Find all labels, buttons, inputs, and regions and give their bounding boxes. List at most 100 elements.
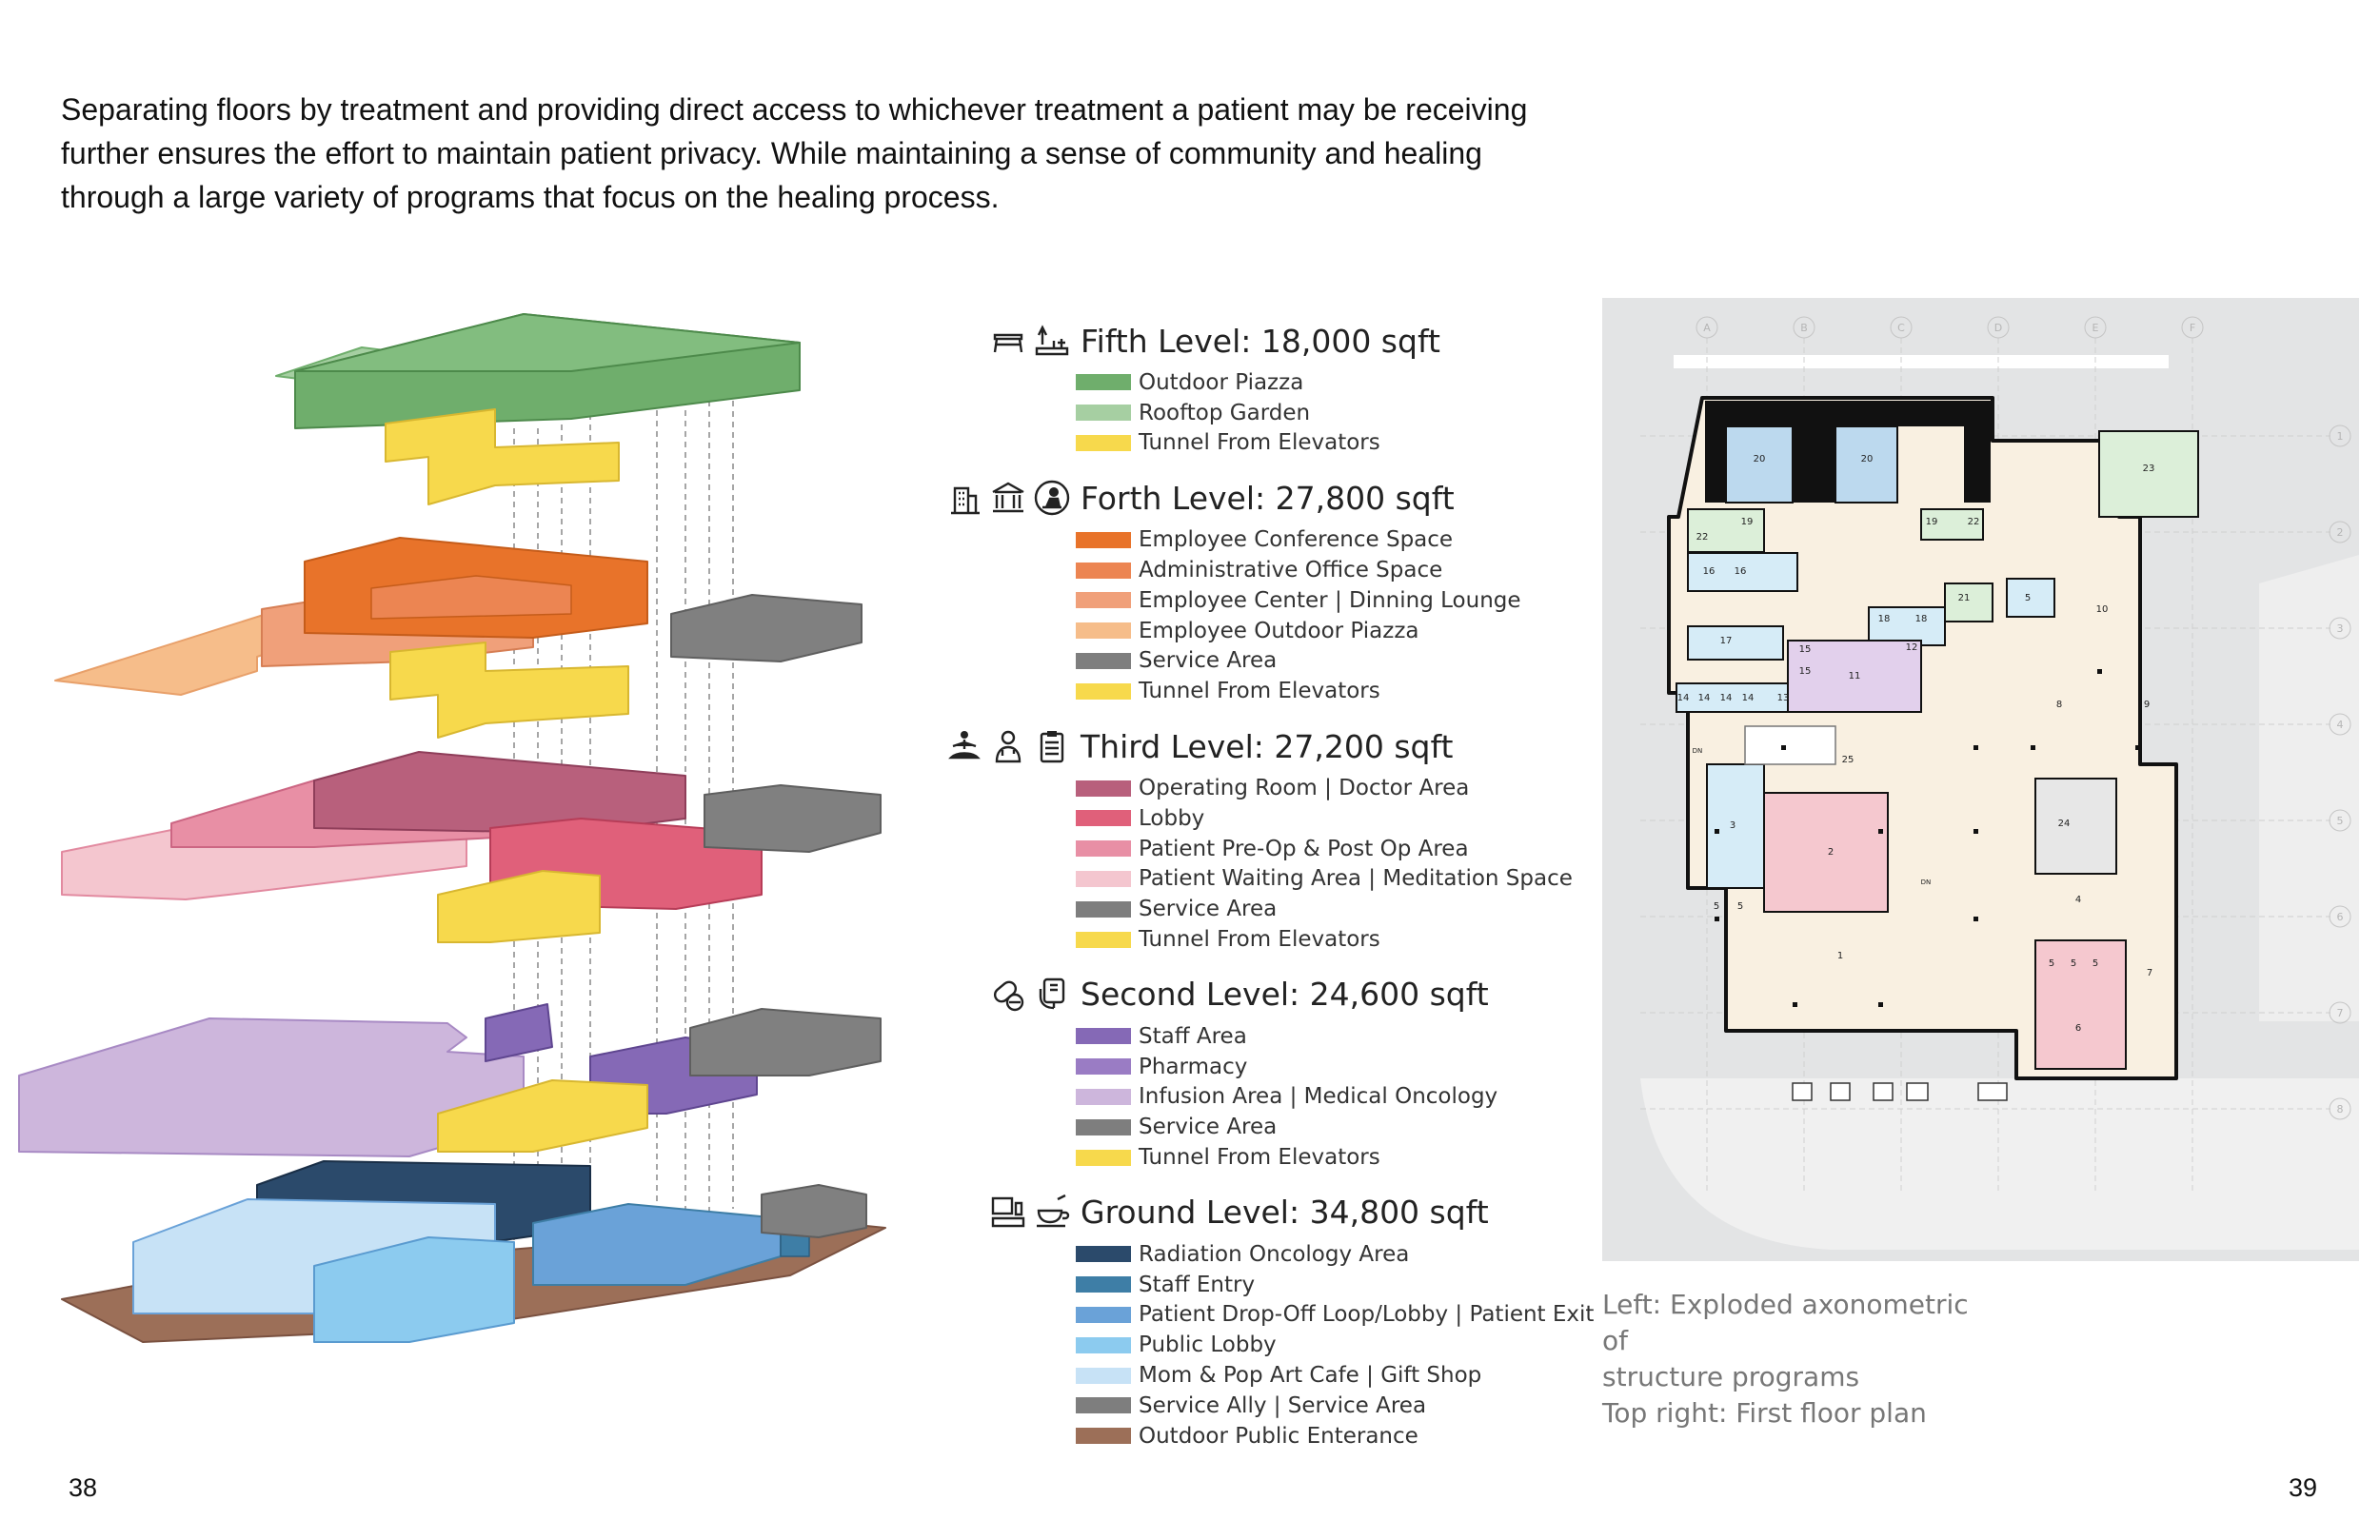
room-label: 24 xyxy=(2058,819,2071,829)
legend-swatch xyxy=(1076,780,1131,797)
grid-column-label: C xyxy=(1897,322,1905,334)
grid-column-bubble: F xyxy=(2181,316,2204,339)
grid-row-bubble: 4 xyxy=(2329,713,2351,736)
legend-swatch xyxy=(1076,1149,1131,1166)
room-2 xyxy=(1763,792,1889,913)
grid-row-label: 3 xyxy=(2337,622,2344,635)
legend-forth-level: Forth Level: 27,800 sqft Employee Confer… xyxy=(928,471,1595,706)
legend-item-label: Employee Conference Space xyxy=(1139,527,1454,553)
room-label: 18 xyxy=(1915,614,1928,624)
room-24 xyxy=(2034,778,2117,875)
legend-fifth-level: Fifth Level: 18,000 sqft Outdoor Piazza … xyxy=(928,314,1595,458)
room-label: 15 xyxy=(1799,644,1812,655)
room-label: 18 xyxy=(1878,614,1891,624)
legend-item-label: Outdoor Piazza xyxy=(1139,369,1304,395)
room-label: 3 xyxy=(1730,820,1735,831)
level-title: Third Level: 27,200 sqft xyxy=(1081,727,1454,765)
room-label: 10 xyxy=(2096,604,2109,615)
room-number-labels: 20 20 23 19 19 22 22 16 16 17 18 18 21 5… xyxy=(1677,454,2155,1034)
legend-item-label: Administrative Office Space xyxy=(1139,558,1443,583)
level-title: Second Level: 24,600 sqft xyxy=(1081,976,1489,1014)
legend-item-label: Patient Drop-Off Loop/Lobby | Patient Ex… xyxy=(1139,1302,1595,1328)
legend-swatch xyxy=(1076,1276,1131,1293)
intro-paragraph: Separating floors by treatment and provi… xyxy=(61,92,1528,214)
ground-level-mass xyxy=(61,1160,886,1343)
legend-item: Operating Room | Doctor Area xyxy=(1076,773,1595,803)
room-label: 19 xyxy=(1926,517,1938,527)
bench-icon xyxy=(993,333,1023,353)
grid-row-label: 7 xyxy=(2337,1007,2344,1019)
legend-swatch xyxy=(1076,652,1131,669)
plan-top-strip xyxy=(1674,355,2169,368)
grid-column-label: D xyxy=(1994,322,2002,334)
grid-row-label: 1 xyxy=(2337,430,2344,443)
grid-column-bubble: B xyxy=(1793,316,1815,339)
legend-item: Service Area xyxy=(1076,894,1595,924)
grid-column-bubble: E xyxy=(2084,316,2107,339)
legend-item: Outdoor Public Enterance xyxy=(1076,1421,1595,1451)
page-number-right: 39 xyxy=(2289,1473,2318,1502)
cafe-counter-icon xyxy=(991,1196,1025,1228)
legend-swatch xyxy=(1076,870,1131,887)
grid-column-bubble: D xyxy=(1987,316,2010,339)
pills-icon xyxy=(993,980,1024,1012)
legend-swatch xyxy=(1076,434,1131,451)
grid-row-bubble: 5 xyxy=(2329,809,2351,832)
program-legend: Fifth Level: 18,000 sqft Outdoor Piazza … xyxy=(928,314,1595,1465)
legend-item-label: Mom & Pop Art Cafe | Gift Shop xyxy=(1139,1363,1482,1389)
rooms-14 xyxy=(1676,682,1792,713)
room-label: 20 xyxy=(1754,454,1766,464)
grid-column-label: F xyxy=(2190,322,2195,334)
room-label: 25 xyxy=(1842,755,1854,765)
figure-caption: Left: Exploded axonometric of structure … xyxy=(1602,1287,2002,1431)
room-5 xyxy=(2006,578,2055,618)
room-label: 1 xyxy=(1837,951,1843,961)
room-6 xyxy=(2034,939,2127,1070)
level-title: Fifth Level: 18,000 sqft xyxy=(1081,322,1440,360)
room-label: DN xyxy=(1921,879,1932,886)
legend-item: Mom & Pop Art Cafe | Gift Shop xyxy=(1076,1360,1595,1391)
rooftop-garden-icon xyxy=(1035,325,1069,356)
room-label: 14 xyxy=(1677,693,1690,703)
grid-column-label: A xyxy=(1703,322,1711,334)
legend-item: Public Lobby xyxy=(1076,1330,1595,1360)
legend-swatch xyxy=(1076,592,1131,609)
level-header: Third Level: 27,200 sqft xyxy=(928,720,1595,773)
room-22b xyxy=(1920,508,1984,541)
legend-item-label: Pharmacy xyxy=(1139,1054,1248,1079)
room-label: 15 xyxy=(1799,666,1812,677)
legend-item: Rooftop Garden xyxy=(1076,398,1595,428)
legend-swatch xyxy=(1076,622,1131,640)
legend-swatch xyxy=(1076,531,1131,548)
caption-line: Top right: First floor plan xyxy=(1602,1397,1927,1429)
caption-line: structure programs xyxy=(1602,1361,1860,1392)
grid-column-label: E xyxy=(2092,322,2099,334)
legend-item-label: Tunnel From Elevators xyxy=(1139,679,1380,704)
grid-row-label: 5 xyxy=(2337,815,2344,827)
structural-columns xyxy=(1715,669,2140,1007)
office-building-icon xyxy=(951,487,980,515)
legend-item: Staff Area xyxy=(1076,1021,1595,1052)
legend-item: Radiation Oncology Area xyxy=(1076,1239,1595,1270)
room-label: 16 xyxy=(1703,566,1716,577)
room-label: 12 xyxy=(1906,642,1918,653)
legend-item-label: Infusion Area | Medical Oncology xyxy=(1139,1084,1498,1110)
room-label: 19 xyxy=(1741,517,1754,527)
legend-item: Lobby xyxy=(1076,803,1595,834)
room-label: 5 xyxy=(2049,958,2054,969)
legend-item: Service Area xyxy=(1076,646,1595,677)
entrance-furniture xyxy=(1792,1082,2008,1101)
legend-item: Employee Center | Dinning Lounge xyxy=(1076,585,1595,616)
legend-item-label: Outdoor Public Enterance xyxy=(1139,1423,1418,1449)
legend-item: Tunnel From Elevators xyxy=(1076,1142,1595,1173)
legend-item-label: Tunnel From Elevators xyxy=(1139,927,1380,953)
room-label: 17 xyxy=(1720,636,1733,646)
legend-item: Patient Waiting Area | Meditation Space xyxy=(1076,864,1595,895)
legend-item-label: Service Ally | Service Area xyxy=(1139,1392,1427,1418)
legend-swatch xyxy=(1076,374,1131,391)
room-label: 8 xyxy=(2056,700,2062,710)
legend-item: Administrative Office Space xyxy=(1076,555,1595,585)
second-level-mass xyxy=(18,1003,882,1157)
room-label: 5 xyxy=(2092,958,2098,969)
legend-item-label: Operating Room | Doctor Area xyxy=(1139,776,1470,801)
